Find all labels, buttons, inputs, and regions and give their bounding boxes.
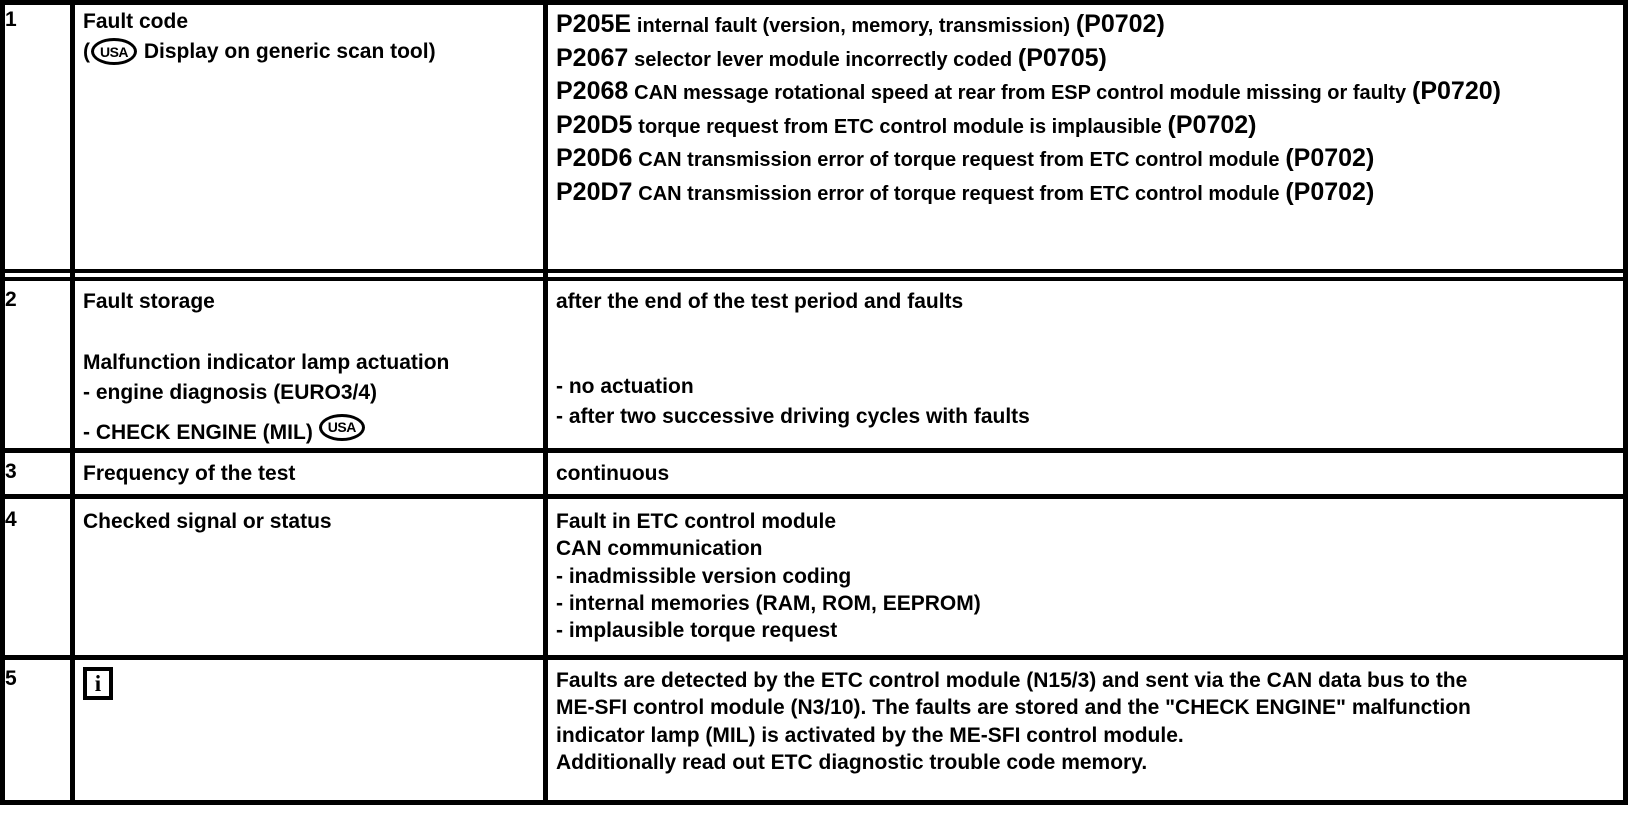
row-label-checked-signal: Checked signal or status <box>83 510 332 533</box>
table-row: 4 Checked signal or status Fault in ETC … <box>5 508 1643 653</box>
label-mil-actuation: Malfunction indicator lamp actuation <box>83 351 450 375</box>
table-border-bottom <box>0 800 1628 805</box>
row-label-fault-storage: Fault storage Malfunction indicator lamp… <box>83 288 543 446</box>
value-fault-storage: after the end of the test period and fau… <box>556 290 964 313</box>
table-row: 3 Frequency of the test continuous <box>5 460 1643 492</box>
value-mil-no-actuation: - no actuation <box>556 375 694 399</box>
fault-code-desc: CAN message rotational speed at rear fro… <box>634 82 1407 104</box>
value-spacer <box>556 315 1616 373</box>
fault-code-entry: P20D7 CAN transmission error of torque r… <box>556 176 1616 209</box>
paren-open: ( <box>83 40 90 64</box>
fault-code-entry: P205E internal fault (version, memory, t… <box>556 8 1616 41</box>
note-line: indicator lamp (MIL) is activated by the… <box>556 723 1184 747</box>
usa-badge-label: USA <box>99 43 129 60</box>
column-divider-label-value <box>543 0 548 805</box>
fault-code-desc: CAN transmission error of torque request… <box>638 182 1280 205</box>
usa-oval-shape <box>91 38 137 66</box>
fault-code-id: P2067 <box>556 43 629 72</box>
label-spacer <box>83 315 543 349</box>
row-value-fault-storage: after the end of the test period and fau… <box>556 288 1616 430</box>
label-scan-tool-text: Display on generic scan tool) <box>143 40 436 64</box>
fault-code-list: P205E internal fault (version, memory, t… <box>556 8 1616 209</box>
fault-code-entry: P20D5 torque request from ETC control mo… <box>556 109 1616 142</box>
fault-code-desc: selector lever module incorrectly coded <box>634 48 1013 71</box>
usa-badge-icon: USA <box>318 413 365 441</box>
label-fault-storage: Fault storage <box>83 290 215 313</box>
fault-code-id: P2068 <box>556 77 629 105</box>
label-mil-item-engine-diagnosis: - engine diagnosis (EURO3/4) <box>83 380 378 404</box>
value-line: CAN communication <box>556 537 763 561</box>
fault-code-entry: P20D6 CAN transmission error of torque r… <box>556 142 1616 175</box>
usa-badge-icon: USA <box>91 38 137 66</box>
label-scan-tool-note: ( USA Display on generic scan tool) <box>83 38 543 66</box>
fault-code-id: P20D5 <box>556 110 633 139</box>
fault-code-id: P20D6 <box>556 144 633 172</box>
row-value-frequency: continuous <box>556 462 670 485</box>
row-divider-1-upper <box>0 269 1628 273</box>
row-divider-2 <box>0 448 1628 453</box>
fault-code-oem: (P0720) <box>1412 77 1501 105</box>
row-number: 3 <box>5 460 17 483</box>
usa-badge-label: USA <box>327 419 357 436</box>
value-line: - implausible torque request <box>556 619 838 643</box>
row-number: 2 <box>5 288 17 311</box>
table-border-right <box>1623 0 1628 805</box>
note-line: Additionally read out ETC diagnostic tro… <box>556 750 1148 774</box>
column-divider-number-label <box>70 0 75 805</box>
row-number: 4 <box>5 508 17 531</box>
label-mil-item-check-engine: - CHECK ENGINE (MIL) USA <box>83 413 543 446</box>
fault-code-desc: torque request from ETC control module i… <box>638 115 1162 138</box>
row-number: 5 <box>5 667 17 690</box>
fault-code-oem: (P0702) <box>1285 177 1375 206</box>
fault-code-desc: CAN transmission error of torque request… <box>638 149 1280 171</box>
fault-code-oem: (P0705) <box>1017 43 1107 72</box>
fault-code-entry: P2068 CAN message rotational speed at re… <box>556 75 1616 108</box>
row-label-fault-code: Fault code ( USA Display on generic scan … <box>83 8 543 66</box>
label-check-engine-text: - CHECK ENGINE (MIL) <box>83 420 313 444</box>
row-label-frequency: Frequency of the test <box>83 462 296 485</box>
fault-code-oem: (P0702) <box>1075 10 1165 38</box>
fault-code-oem: (P0702) <box>1167 110 1257 139</box>
row-divider-4 <box>0 655 1628 660</box>
table-border-left <box>0 0 5 805</box>
row-value-info-note: Faults are detected by the ETC control m… <box>556 667 1616 776</box>
row-divider-1-lower <box>0 277 1628 281</box>
usa-oval-shape <box>318 413 365 441</box>
fault-code-oem: (P0702) <box>1285 144 1375 172</box>
info-icon: i <box>83 667 113 700</box>
row-number: 1 <box>5 8 17 31</box>
row-value-checked-signal: Fault in ETC control module CAN communic… <box>556 508 1616 644</box>
table-row: 1 Fault code ( USA Display on generic sca… <box>5 8 1643 266</box>
fault-code-id: P20D7 <box>556 177 633 206</box>
row-label-info: i <box>83 667 543 700</box>
value-line: - inadmissible version coding <box>556 564 852 588</box>
label-title: Fault code <box>83 10 189 33</box>
value-line: Fault in ETC control module <box>556 510 836 533</box>
row-divider-3 <box>0 494 1628 499</box>
fault-code-desc: internal fault (version, memory, transmi… <box>636 15 1070 37</box>
table-border-top <box>0 0 1628 5</box>
table-row: 5 i Faults are detected by the ETC contr… <box>5 667 1643 797</box>
note-line: Faults are detected by the ETC control m… <box>556 669 1468 692</box>
fault-code-id: P205E <box>556 10 632 38</box>
value-mil-driving-cycles: - after two successive driving cycles wi… <box>556 404 1030 428</box>
note-line: ME-SFI control module (N3/10). The fault… <box>556 696 1471 720</box>
value-line: - internal memories (RAM, ROM, EEPROM) <box>556 591 981 615</box>
table-row: 2 Fault storage Malfunction indicator la… <box>5 288 1643 446</box>
fault-code-entry: P2067 selector lever module incorrectly … <box>556 42 1616 75</box>
